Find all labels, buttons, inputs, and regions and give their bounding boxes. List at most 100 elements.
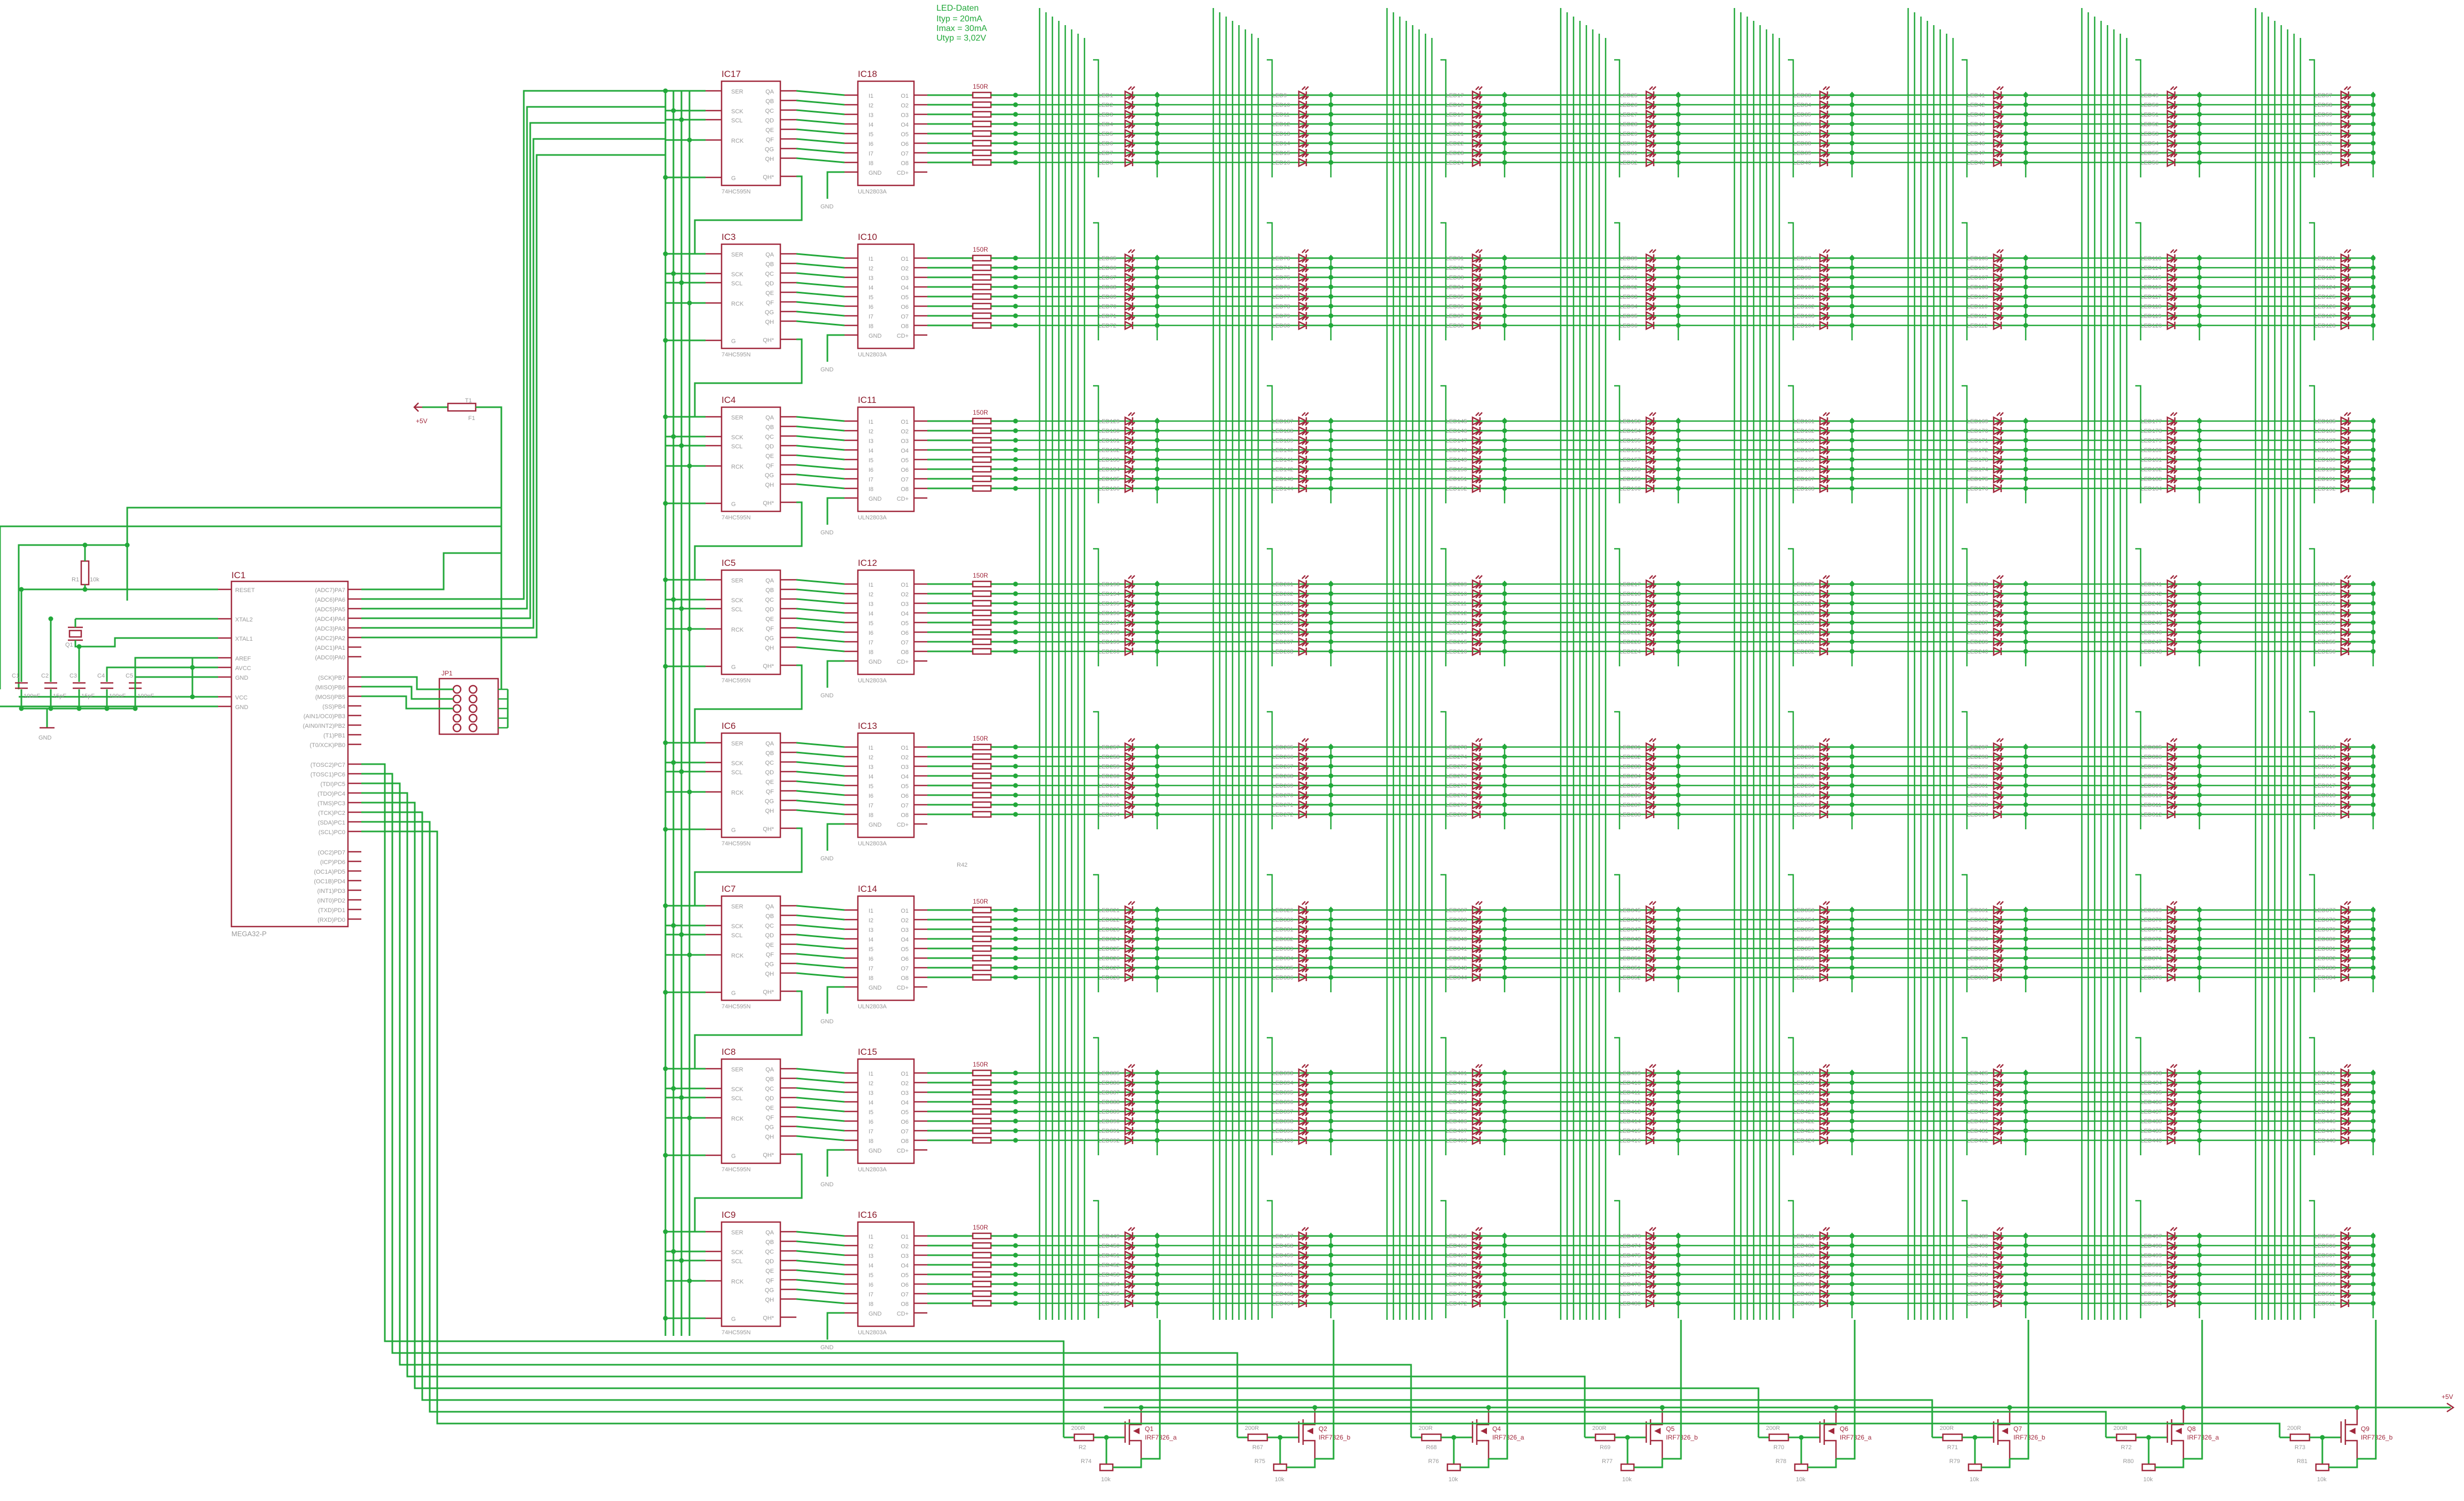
led: LED320 <box>2314 805 2376 820</box>
driver-name: IC14 <box>858 884 877 894</box>
led-label: LED260 <box>1098 773 1120 780</box>
led-label: LED360 <box>1793 975 1815 981</box>
led: LED240 <box>1967 642 2028 657</box>
led-label: LED344 <box>1446 975 1467 981</box>
led-label: LED268 <box>1272 773 1293 780</box>
led-label: LED436 <box>2141 1099 2162 1106</box>
sr-pin-label: QH <box>765 645 774 651</box>
led-label: LED92 <box>1620 284 1638 291</box>
led: LED117 <box>2141 287 2202 302</box>
sr-pin-label: QB <box>765 587 774 594</box>
led-label: LED229 <box>1793 620 1815 626</box>
sr-pin-label: QG <box>765 961 774 968</box>
sr-pin-label: RCK <box>731 790 744 796</box>
sr-pin-label: QG <box>765 798 774 805</box>
led-label: LED357 <box>1793 946 1815 952</box>
led-label: LED110 <box>1967 304 1988 310</box>
led: LED273 <box>1446 738 1507 752</box>
led-label: LED491 <box>1967 1253 1988 1259</box>
led-label: LED383 <box>2314 965 2336 971</box>
led: LED120 <box>2141 316 2202 331</box>
sr-pin-label: RCK <box>731 1116 744 1122</box>
led: LED260 <box>1098 767 1160 781</box>
led: LED169 <box>1967 412 2028 426</box>
pulldown-value: 10k <box>1622 1476 1632 1483</box>
led-label: LED237 <box>1967 620 1988 626</box>
led-label: LED306 <box>2141 754 2162 760</box>
led-label: LED443 <box>2314 1090 2336 1096</box>
led-label: LED113 <box>2141 255 2161 262</box>
led-label: LED480 <box>1620 1301 1641 1307</box>
mcu-pin-label: (TOSC2)PC7 <box>311 762 345 768</box>
led: LED323 <box>1098 920 1160 935</box>
driver-pin-label: GND <box>869 170 882 176</box>
led: LED246 <box>2141 623 2202 637</box>
led: LED505 <box>2314 1227 2376 1241</box>
mcu-pin-label: (TDO)PC4 <box>317 791 345 797</box>
led-label: LED499 <box>2141 1253 2162 1259</box>
led-label: LED496 <box>1967 1301 1988 1307</box>
led-label: LED477 <box>1620 1272 1641 1278</box>
led-label: LED3 <box>1098 112 1113 118</box>
led-label: LED225 <box>1793 581 1815 588</box>
led: LED492 <box>1967 1256 2028 1270</box>
led: LED317 <box>2314 776 2376 791</box>
led-label: LED503 <box>2141 1291 2162 1297</box>
led-label: LED442 <box>2314 1080 2336 1086</box>
driver-pin-label: O2 <box>901 266 909 272</box>
driver-pin-label: I8 <box>869 323 873 330</box>
led-label: LED135 <box>1098 476 1120 483</box>
led: LED487 <box>1793 1285 1855 1299</box>
led-label: LED186 <box>2314 428 2336 434</box>
led-label: LED102 <box>1793 304 1815 310</box>
driver-pin-label: I3 <box>869 275 873 282</box>
sr-pin-label: QF <box>766 1278 774 1284</box>
led-label: LED190 <box>2314 466 2336 473</box>
driver-pin-label: I2 <box>869 103 873 109</box>
led-label: LED24 <box>1446 160 1464 166</box>
led: LED291 <box>1793 757 1855 772</box>
led-label: LED38 <box>1793 141 1811 147</box>
led-label: LED69 <box>1098 294 1117 300</box>
led-label: LED231 <box>1793 639 1815 645</box>
led-label: LED148 <box>1446 447 1467 454</box>
led: LED156 <box>1620 441 1681 455</box>
led: LED16 <box>1272 153 1334 168</box>
led-label: LED44 <box>1967 121 1985 128</box>
led-label: LED318 <box>2314 792 2336 799</box>
driver-pin-label: I5 <box>869 457 873 464</box>
led: LED367 <box>1967 959 2028 973</box>
led-label: LED425 <box>1967 1070 1988 1077</box>
led-label: LED484 <box>1793 1262 1815 1269</box>
led: LED150 <box>1446 460 1507 475</box>
led-label: LED475 <box>1620 1253 1641 1259</box>
led: LED57 <box>2314 86 2376 100</box>
led: LED113 <box>2141 249 2202 263</box>
led-label: LED132 <box>1098 447 1120 454</box>
led-label: LED26 <box>1620 102 1638 108</box>
led-label: LED25 <box>1620 92 1638 99</box>
mcu-pin-label: (ADC7)PA7 <box>315 587 345 594</box>
led-label: LED159 <box>1620 476 1641 483</box>
led-label: LED263 <box>1098 802 1120 808</box>
driver-pin-label: O3 <box>901 601 909 608</box>
led-label: LED71 <box>1098 313 1117 320</box>
led: LED439 <box>2141 1122 2202 1136</box>
driver-part: ULN2803A <box>858 841 887 847</box>
shift-register-name: IC17 <box>722 69 741 79</box>
sr-pin-label: SCL <box>731 932 742 939</box>
driver-pin-label: I5 <box>869 783 873 790</box>
led-label: LED103 <box>1793 313 1815 320</box>
driver-part: ULN2803A <box>858 352 887 358</box>
pulldown-value: 10k <box>1970 1476 1979 1483</box>
led: LED135 <box>1098 470 1160 484</box>
led: LED469 <box>1446 1265 1507 1280</box>
series-r-value: 150R <box>973 83 988 90</box>
led-label: LED99 <box>1793 275 1811 281</box>
led-label: LED168 <box>1793 486 1815 492</box>
led: LED368 <box>1967 968 2028 983</box>
led-label: LED307 <box>2141 764 2162 770</box>
gate-resistor-value: 200R <box>1071 1425 1085 1432</box>
led: LED321 <box>1098 901 1160 915</box>
led: LED393 <box>1272 1064 1334 1078</box>
